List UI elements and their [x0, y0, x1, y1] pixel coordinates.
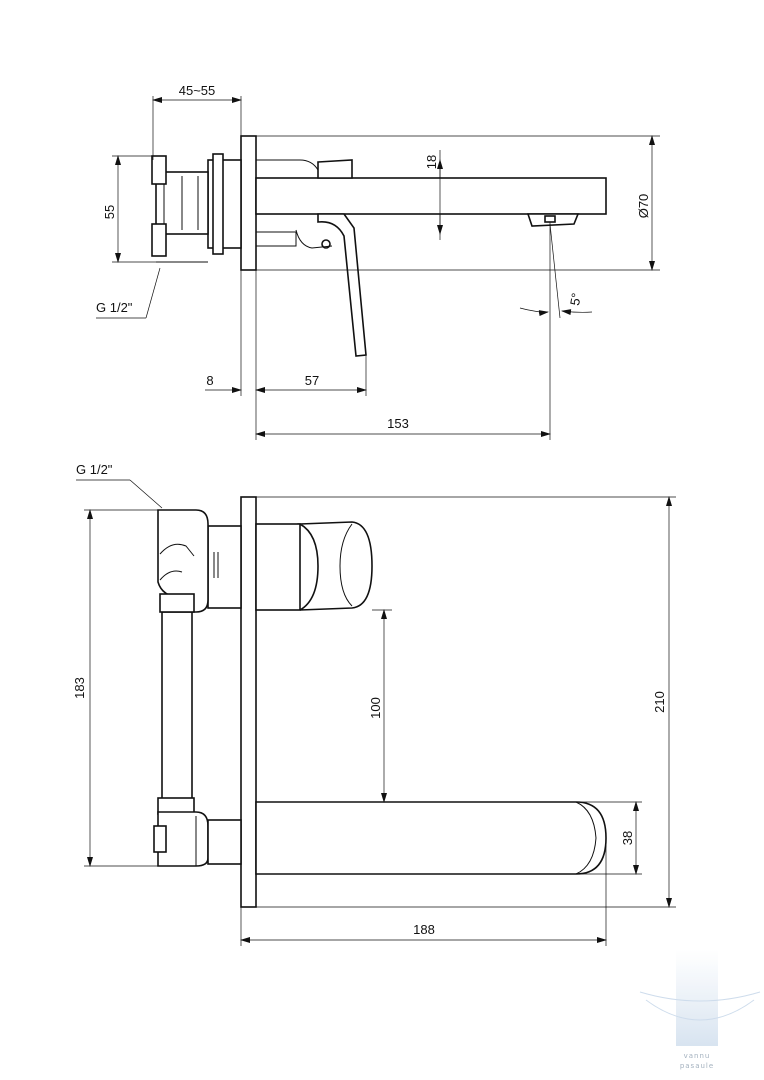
- thread-label-top: G 1/2": [96, 300, 133, 315]
- dim-70: Ø70: [636, 194, 651, 219]
- top-view: 45~55 18 55 Ø70 5° G 1/2" 8 57: [96, 83, 660, 440]
- dim-153: 153: [387, 416, 409, 431]
- wall-plate: [240, 135, 257, 271]
- dim-188: 188: [413, 922, 435, 937]
- watermark-logo: vannu pasaule: [639, 950, 761, 1070]
- watermark-line2: pasaule: [680, 1062, 714, 1070]
- dim-183: 183: [72, 677, 87, 699]
- dim-45-55: 45~55: [179, 83, 216, 98]
- inlet-elbow-top: [157, 509, 209, 613]
- riser-pipe: [161, 611, 193, 803]
- mixer-collar: [212, 153, 224, 255]
- dim-210: 210: [652, 691, 667, 713]
- watermark-line1: vannu: [684, 1052, 711, 1060]
- dim-57: 57: [305, 373, 319, 388]
- dim-5deg: 5°: [567, 292, 584, 307]
- mixer-body-front: [255, 523, 301, 611]
- thread-label-front: G 1/2": [76, 462, 113, 477]
- lever-handle-front: [297, 521, 373, 611]
- dim-8: 8: [206, 373, 213, 388]
- wall-plate-front: [240, 496, 257, 908]
- front-view: G 1/2" 183 100 210 38 188: [72, 462, 676, 946]
- dim-100: 100: [368, 697, 383, 719]
- dim-38: 38: [620, 831, 635, 845]
- dim-55: 55: [102, 205, 117, 219]
- lever-handle: [317, 213, 367, 357]
- spout-front: [255, 801, 607, 875]
- dim-18: 18: [424, 155, 439, 169]
- spout: [255, 177, 607, 215]
